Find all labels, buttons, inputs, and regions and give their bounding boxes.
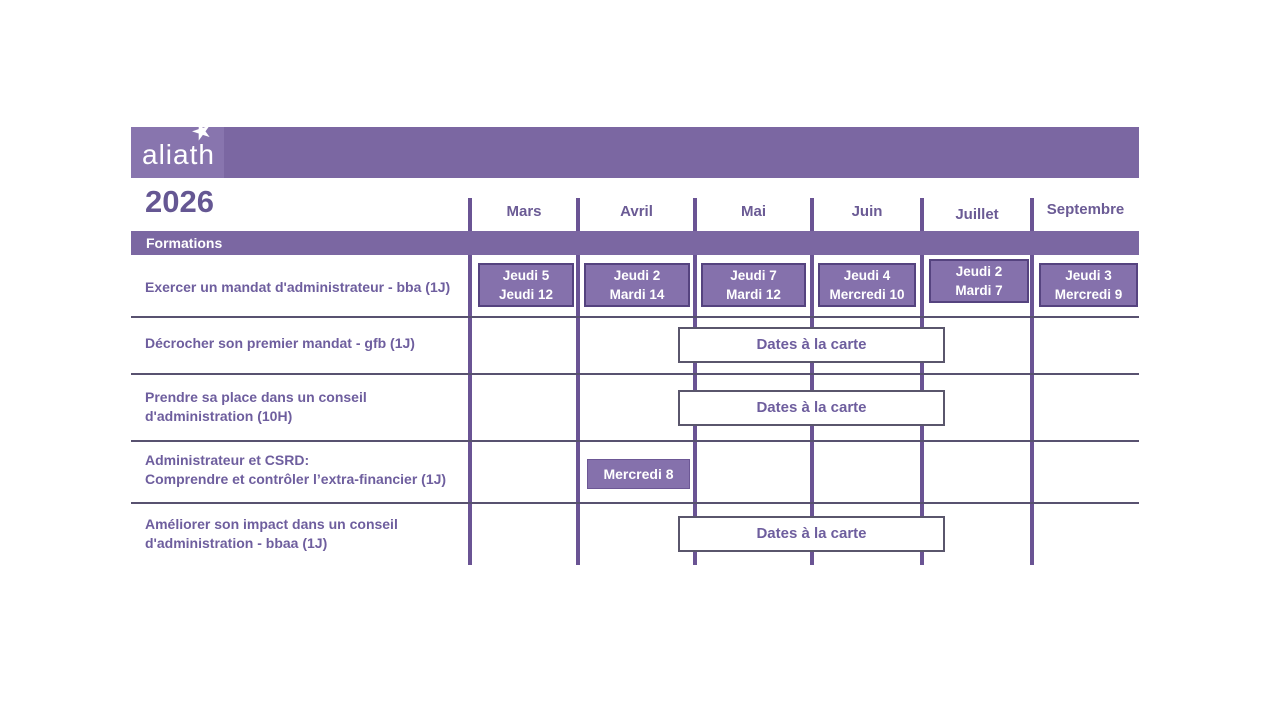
date-badge-juillet: Jeudi 2 Mardi 7 bbox=[929, 259, 1029, 303]
badge-date-line: Mardi 14 bbox=[609, 287, 665, 302]
dates-a-la-carte-box: Dates à la carte bbox=[678, 516, 945, 552]
date-badge-mercredi-8: Mercredi 8 bbox=[587, 459, 690, 489]
badge-date-line: Mercredi 10 bbox=[829, 287, 905, 302]
course-label-exercer-mandat: Exercer un mandat d'administrateur - bba… bbox=[145, 279, 451, 295]
year-title: 2026 bbox=[145, 184, 214, 219]
column-divider bbox=[468, 198, 472, 565]
month-header-juillet: Juillet bbox=[955, 206, 999, 223]
date-badge-mai: Jeudi 7 Mardi 12 bbox=[701, 263, 806, 307]
course-label-ameliorer-impact: Améliorer son impact dans un conseil d'a… bbox=[145, 516, 398, 551]
aliath-logo-text: aliath bbox=[142, 139, 215, 170]
badge-date-line: Jeudi 7 bbox=[730, 268, 777, 283]
date-badge-septembre: Jeudi 3 Mercredi 9 bbox=[1039, 263, 1138, 307]
column-divider bbox=[576, 198, 580, 565]
badge-date-line: Jeudi 2 bbox=[955, 264, 1003, 279]
month-header-juin: Juin bbox=[851, 203, 883, 220]
dates-a-la-carte-box: Dates à la carte bbox=[678, 327, 945, 363]
header-band: aliath ★ bbox=[131, 115, 1139, 178]
date-badge-juin: Jeudi 4 Mercredi 10 bbox=[818, 263, 916, 307]
formations-calendar: aliath ★ 2026 Mars Avril Mai Juin Juille… bbox=[131, 115, 1139, 577]
course-label-decrocher-mandat: Décrocher son premier mandat - gfb (1J) bbox=[145, 335, 415, 351]
badge-date-line: Jeudi 12 bbox=[498, 287, 554, 302]
row-divider bbox=[131, 502, 1139, 504]
badge-date-line: Mardi 12 bbox=[726, 287, 781, 302]
course-label-administrateur-csrd: Administrateur et CSRD: Comprendre et co… bbox=[145, 452, 447, 487]
formations-section-header: Formations bbox=[131, 231, 1139, 255]
column-divider bbox=[810, 198, 814, 565]
date-badge-avril: Jeudi 2 Mardi 14 bbox=[584, 263, 690, 307]
column-divider bbox=[693, 198, 697, 565]
month-header-mars: Mars bbox=[506, 203, 542, 220]
column-divider bbox=[920, 198, 924, 565]
badge-date-line: Jeudi 5 bbox=[502, 268, 550, 283]
month-header-septembre: Septembre bbox=[1046, 201, 1125, 218]
month-header-mai: Mai bbox=[740, 203, 766, 220]
badge-date-line: Mercredi 9 bbox=[1054, 287, 1123, 302]
date-badge-mars: Jeudi 5 Jeudi 12 bbox=[478, 263, 574, 307]
row-divider bbox=[131, 373, 1139, 375]
aliath-logo: aliath ★ bbox=[131, 115, 224, 178]
course-label-prendre-sa-place: Prendre sa place dans un conseil d'admin… bbox=[145, 389, 367, 424]
badge-date-line: Jeudi 2 bbox=[613, 268, 661, 283]
badge-date-line: Jeudi 4 bbox=[843, 268, 891, 283]
badge-date-line: Jeudi 3 bbox=[1065, 268, 1112, 283]
month-header-avril: Avril bbox=[620, 203, 653, 220]
dates-a-la-carte-box: Dates à la carte bbox=[678, 390, 945, 426]
row-divider bbox=[131, 440, 1139, 442]
badge-date-line: Mardi 7 bbox=[955, 283, 1003, 298]
column-divider bbox=[1030, 198, 1034, 565]
row-divider bbox=[131, 316, 1139, 318]
